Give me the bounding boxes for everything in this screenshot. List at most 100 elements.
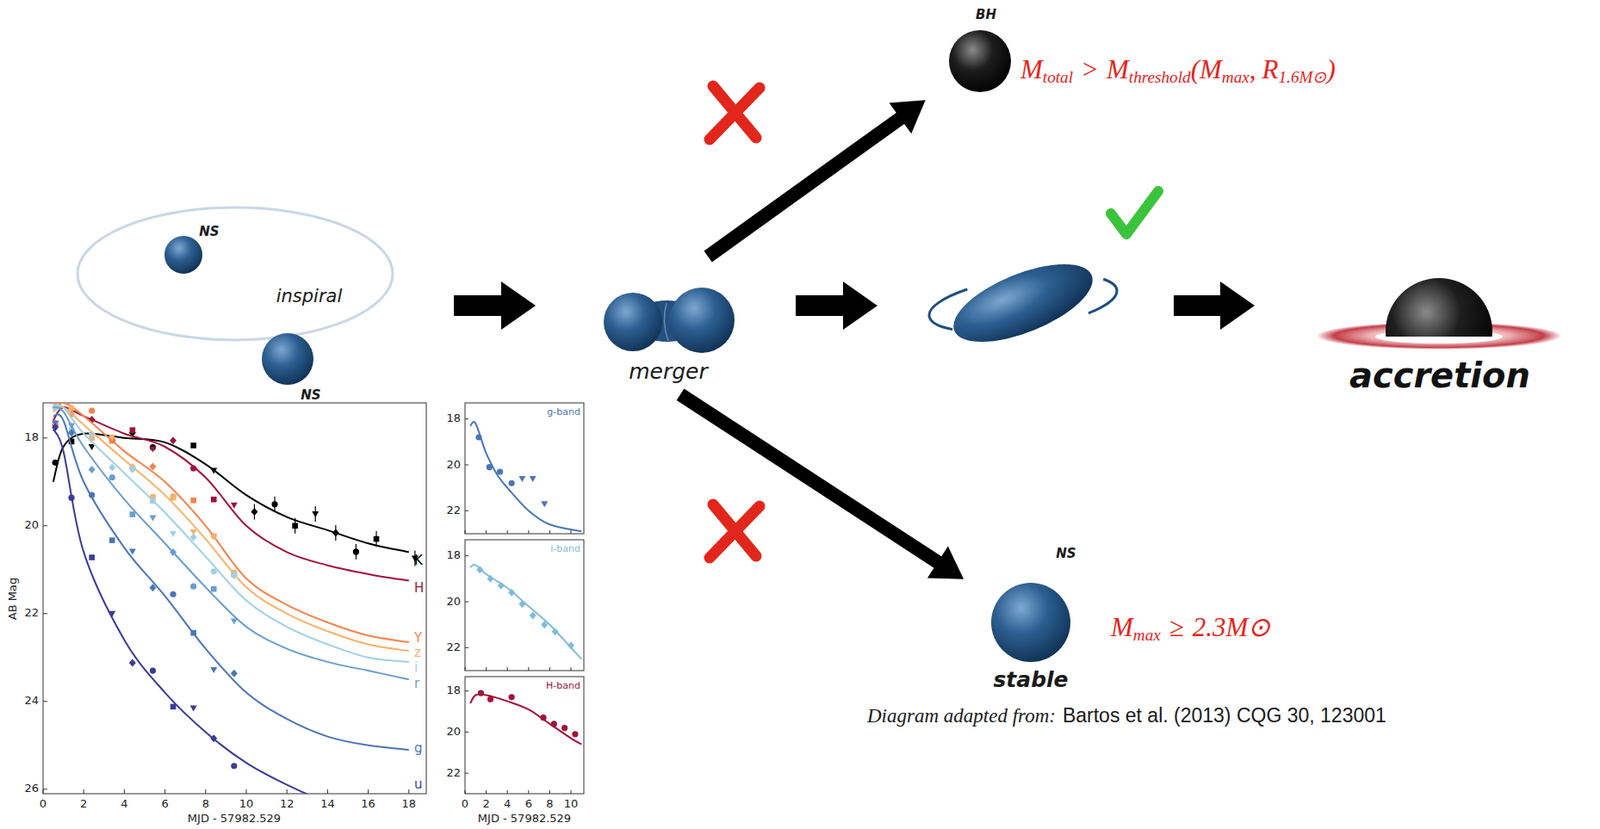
panel-title: i-band	[550, 544, 581, 556]
drawn-circle	[190, 583, 197, 590]
drawn-ellipse	[77, 207, 393, 341]
drawn-line	[83, 789, 85, 794]
drawn-path	[190, 533, 198, 542]
drawn-rect	[210, 586, 218, 593]
drawn-path	[230, 618, 238, 625]
drawn-line	[507, 667, 509, 671]
drawn-line	[465, 731, 469, 733]
drawn-line	[43, 613, 48, 614]
drawn-path	[508, 589, 515, 597]
drawn-path	[53, 429, 410, 794]
drawn-circle	[539, 714, 546, 721]
block-arrow	[453, 281, 536, 330]
tick-label: 20	[446, 595, 461, 609]
bh-label: BH	[975, 7, 997, 23]
drawn-path	[250, 508, 258, 516]
drawn-line	[527, 530, 529, 534]
tick-label: 24	[24, 694, 39, 708]
drawn-path	[68, 428, 75, 437]
drawn-path	[53, 407, 410, 680]
tick-label: 18	[446, 412, 461, 426]
drawn-path	[230, 669, 238, 678]
drawn-circle	[68, 405, 75, 412]
drawn-path	[1110, 191, 1159, 235]
drawn-path	[53, 414, 410, 751]
drawn-line	[570, 667, 572, 671]
drawn-path	[567, 641, 575, 650]
stable-ns-node: NSstable	[981, 542, 1094, 698]
drawn-circle	[230, 762, 237, 769]
drawn-line	[527, 790, 529, 794]
drawn-circle	[129, 465, 136, 472]
formula-part: )	[1327, 54, 1336, 85]
drawn-path	[210, 734, 218, 743]
drawn-line	[204, 789, 206, 794]
tick-label: 10	[239, 798, 255, 812]
tick-label: 12	[279, 798, 295, 812]
tick-label: 18	[402, 798, 417, 812]
tick-label: 18	[446, 549, 461, 563]
inspiral-node: NSinspiralNS	[76, 198, 394, 410]
drawn-path	[53, 405, 410, 663]
block-arrow	[704, 99, 926, 262]
band-label: g	[414, 741, 423, 757]
drawn-path	[169, 548, 177, 557]
drawn-circle	[88, 408, 95, 415]
ns-label: NS	[300, 388, 321, 404]
drawn-circle	[571, 731, 578, 738]
drawn-path	[129, 658, 137, 667]
axis-title: AB Mag	[7, 576, 21, 620]
drawn-rect	[43, 403, 427, 794]
accretion-node: accretion	[1313, 258, 1568, 401]
panel-title: g-band	[546, 407, 581, 419]
drawn-rect	[88, 554, 95, 561]
drawn-path	[148, 583, 156, 592]
remnant-node	[925, 258, 1129, 354]
drawn-line	[485, 530, 487, 534]
drawn-path	[518, 476, 526, 483]
drawn-circle	[52, 459, 59, 466]
block-arrow	[795, 281, 878, 330]
drawn-circle	[561, 725, 568, 732]
drawn-rect	[210, 496, 218, 503]
drawn-line	[246, 789, 248, 794]
formula-part: M	[1110, 612, 1134, 643]
drawn-path	[108, 463, 116, 472]
formula-part: >	[1080, 54, 1099, 85]
drawn-path	[169, 531, 177, 538]
drawn-line	[43, 700, 48, 702]
drawn-rect	[465, 676, 584, 794]
block-arrow	[676, 389, 964, 580]
drawn-path	[551, 627, 559, 636]
tick-label: 22	[446, 504, 461, 518]
drawn-path	[540, 620, 548, 629]
formula: Mmax≥2.3M⊙	[1110, 611, 1271, 646]
drawn-rect	[130, 511, 137, 518]
drawn-path	[311, 511, 319, 518]
formula-part: max	[1221, 68, 1250, 87]
formula-part: total	[1042, 68, 1073, 87]
tick-label: 10	[564, 798, 579, 812]
drawn-path	[709, 504, 760, 559]
formula-part: R	[1262, 54, 1279, 85]
drawn-circle	[353, 548, 360, 555]
drawn-line	[549, 790, 551, 794]
drawn-circle	[948, 30, 1011, 93]
tick-label: 14	[320, 798, 335, 812]
drawn-path	[470, 564, 582, 660]
drawn-line	[164, 789, 166, 794]
tick-label: 4	[120, 798, 128, 812]
drawn-path	[529, 612, 537, 621]
drawn-line	[286, 789, 288, 794]
drawn-circle	[669, 287, 735, 354]
drawn-circle	[169, 591, 176, 598]
drawn-circle	[261, 333, 314, 385]
drawn-line	[465, 555, 469, 557]
band-label: u	[414, 777, 423, 793]
drawn-circle	[486, 464, 493, 471]
drawn-line	[507, 530, 509, 534]
drawn-path	[470, 421, 582, 532]
drawn-line	[570, 790, 572, 794]
tick-label: 18	[446, 684, 461, 698]
